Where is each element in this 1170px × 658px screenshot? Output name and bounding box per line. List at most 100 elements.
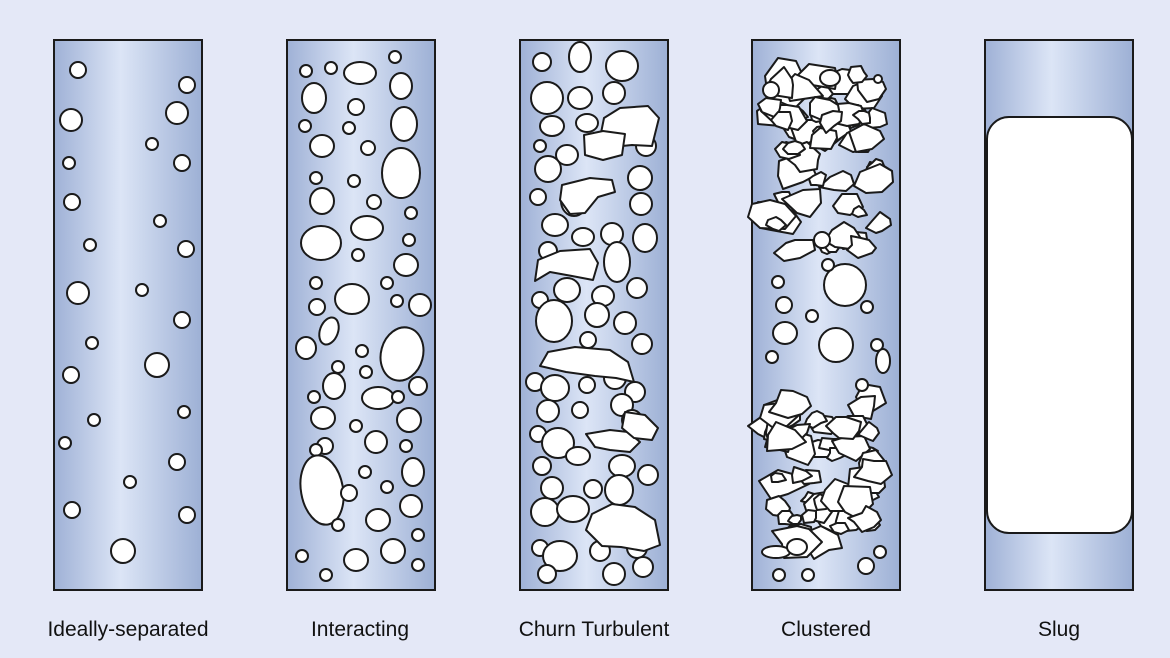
bubble (295, 549, 309, 563)
bubble (775, 296, 793, 314)
bubble (818, 327, 854, 363)
label-interacting: Interacting (310, 618, 410, 641)
bubble (855, 378, 869, 392)
bubble (765, 350, 779, 364)
bubble (873, 545, 887, 559)
bubble (355, 344, 369, 358)
bubble (366, 194, 382, 210)
bubble (334, 283, 370, 315)
cluster-fragment (847, 505, 882, 533)
bubble (87, 413, 101, 427)
bubble (772, 568, 786, 582)
bubble (173, 311, 191, 329)
bubble (613, 311, 637, 335)
bubble (310, 406, 336, 430)
cap-bubble (585, 429, 641, 453)
tube-clustered (747, 39, 901, 591)
bubble (62, 156, 76, 170)
tube-churn-turbulent (519, 39, 669, 591)
bubble (821, 258, 835, 272)
bubble (365, 508, 391, 532)
bubble (380, 276, 394, 290)
cluster-fragment (781, 188, 822, 218)
label-churn-turbulent: Churn Turbulent (518, 618, 670, 641)
bubble (309, 171, 323, 185)
bubble (319, 568, 333, 582)
bubble (308, 298, 326, 316)
bubble (571, 227, 595, 247)
bubble (529, 188, 547, 206)
bubble (542, 540, 578, 572)
cluster-fragment (848, 123, 885, 153)
bubble (309, 134, 335, 158)
bubble (318, 316, 340, 346)
bubble (309, 187, 335, 215)
cap-bubble (534, 248, 599, 282)
bubble (390, 294, 404, 308)
bubble (533, 139, 547, 153)
bubble (408, 293, 432, 317)
bubble (177, 240, 195, 258)
bubble (309, 443, 323, 457)
bubble (350, 215, 384, 241)
bubble (532, 52, 552, 72)
cluster-fragment (865, 211, 892, 234)
bubble (309, 276, 323, 290)
bubble (632, 223, 658, 253)
bubble (584, 302, 610, 328)
bubble (299, 64, 313, 78)
bubble (857, 557, 875, 575)
slug-bubble (986, 116, 1133, 534)
bubble (177, 405, 191, 419)
bubble (556, 495, 590, 523)
bubble (626, 277, 648, 299)
bubble (870, 338, 884, 352)
bubble (391, 390, 405, 404)
bubble (343, 61, 377, 85)
bubble (390, 106, 418, 142)
bubble (300, 225, 342, 261)
bubble (322, 372, 346, 400)
bubble (534, 155, 562, 183)
cluster-fragment (846, 235, 877, 259)
bubble (380, 480, 394, 494)
bubble (153, 214, 167, 228)
bubble (331, 360, 345, 374)
cluster-fragment (801, 509, 817, 524)
bubble (389, 72, 413, 100)
bubble (347, 98, 365, 116)
label-clustered: Clustered (781, 618, 871, 641)
bubble (540, 374, 570, 402)
bubble (59, 108, 83, 132)
bubble (631, 333, 653, 355)
bubble (85, 336, 99, 350)
bubble (396, 407, 422, 433)
cap-bubble (585, 503, 661, 552)
bubble (63, 193, 81, 211)
bubble (583, 479, 603, 499)
bubble (364, 430, 388, 454)
bubble (771, 275, 785, 289)
cluster-fragment (787, 514, 802, 525)
cluster-fragment (852, 110, 871, 125)
bubble (801, 568, 815, 582)
bubble (62, 366, 80, 384)
bubble (295, 336, 317, 360)
bubble (331, 518, 345, 532)
bubble (324, 61, 338, 75)
bubble (379, 326, 425, 382)
bubble (359, 365, 373, 379)
bubble (349, 419, 363, 433)
cluster-fragment (853, 163, 894, 194)
bubble (402, 233, 416, 247)
bubble (805, 309, 819, 323)
bubble (347, 174, 361, 188)
bubble (603, 241, 631, 283)
bubble (579, 331, 597, 349)
bubble (343, 548, 369, 572)
bubble (66, 281, 90, 305)
bubble (786, 538, 808, 556)
cluster-fragment (766, 421, 807, 452)
bubble (578, 376, 596, 394)
cluster-fragment (809, 127, 838, 150)
